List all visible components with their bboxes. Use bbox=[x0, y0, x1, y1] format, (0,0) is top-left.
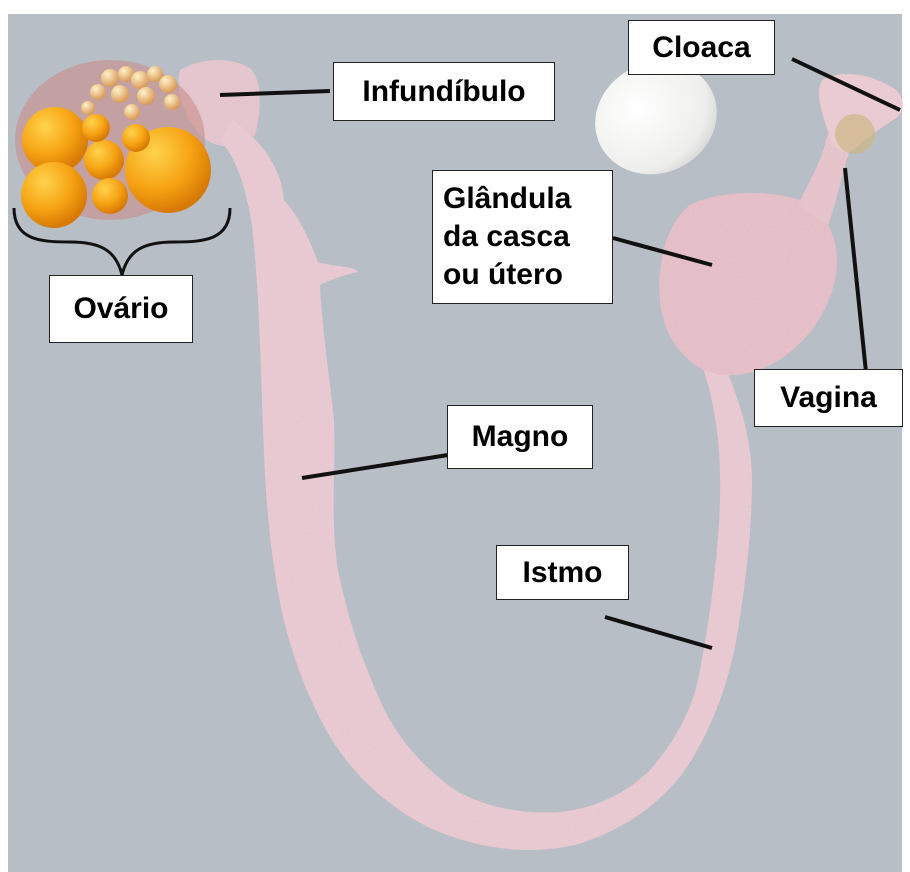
label-glandula-line3: ou útero bbox=[443, 256, 571, 294]
medium-follicle bbox=[122, 124, 150, 152]
small-follicle bbox=[124, 104, 140, 120]
white-strip-left bbox=[0, 0, 8, 872]
cloaca-spot bbox=[835, 114, 875, 154]
white-strip-top bbox=[0, 0, 910, 14]
label-magno: Magno bbox=[447, 405, 593, 469]
small-follicle bbox=[131, 71, 149, 89]
label-glandula-line1: Glândula bbox=[443, 180, 571, 218]
label-glandula: Glândula da casca ou útero bbox=[432, 170, 613, 304]
small-follicle bbox=[164, 94, 180, 110]
small-follicle bbox=[159, 75, 177, 93]
label-ovario: Ovário bbox=[49, 275, 193, 343]
label-istmo: Istmo bbox=[496, 545, 629, 600]
small-follicle bbox=[90, 84, 106, 100]
medium-follicle bbox=[84, 140, 124, 180]
label-glandula-line2: da casca bbox=[443, 218, 571, 256]
label-vagina: Vagina bbox=[754, 369, 903, 427]
large-follicle bbox=[21, 162, 87, 228]
label-cloaca: Cloaca bbox=[628, 20, 775, 75]
small-follicle bbox=[81, 101, 95, 115]
label-infundibulo: Infundíbulo bbox=[333, 62, 555, 121]
white-strip-right bbox=[902, 0, 910, 872]
small-follicle bbox=[137, 87, 155, 105]
small-follicle bbox=[111, 85, 129, 103]
small-follicle bbox=[101, 69, 119, 87]
medium-follicle bbox=[82, 114, 110, 142]
medium-follicle bbox=[92, 178, 128, 214]
